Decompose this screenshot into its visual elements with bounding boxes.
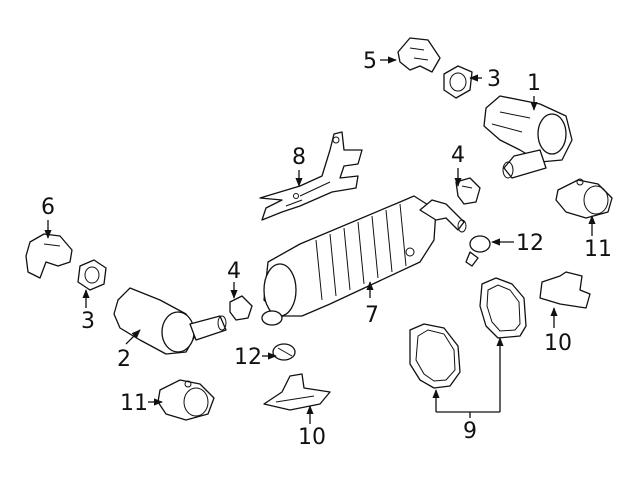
part-tailpipe-tip-right bbox=[555, 178, 613, 219]
callout-11-left: 11 bbox=[120, 391, 148, 416]
callout-5: 5 bbox=[363, 49, 377, 74]
callout-12-right: 12 bbox=[516, 231, 544, 256]
part-mounting-ring-right bbox=[479, 277, 527, 339]
callout-10-right: 10 bbox=[544, 331, 572, 356]
callout-12-left: 12 bbox=[234, 345, 262, 370]
callout-7: 7 bbox=[365, 303, 379, 328]
callout-3-upper: 3 bbox=[487, 67, 501, 92]
callout-11-right: 11 bbox=[584, 237, 612, 262]
part-catalytic-converter-right bbox=[483, 95, 573, 179]
part-catalytic-converter-left bbox=[113, 287, 227, 355]
part-clip-right bbox=[465, 235, 491, 267]
callout-4-left: 4 bbox=[227, 259, 241, 284]
part-heat-shield-upper bbox=[397, 37, 441, 73]
part-bracket-left bbox=[263, 373, 331, 411]
leader-2 bbox=[125, 329, 141, 345]
part-main-muffler bbox=[261, 195, 467, 326]
callout-8: 8 bbox=[292, 145, 306, 170]
part-clamp-right bbox=[455, 177, 481, 205]
callout-3-left: 3 bbox=[81, 309, 95, 334]
part-gasket-upper bbox=[443, 65, 473, 99]
callout-labels: 1 2 3 3 4 4 5 6 7 8 9 10 10 11 11 12 12 bbox=[41, 49, 612, 450]
leader-lines bbox=[44, 56, 596, 424]
part-mounting-ring-left bbox=[409, 323, 461, 389]
callout-6: 6 bbox=[41, 195, 55, 220]
part-clamp-left bbox=[229, 295, 253, 321]
part-hanger-bracket bbox=[259, 131, 363, 221]
part-gasket-left bbox=[77, 259, 107, 291]
part-bracket-right bbox=[539, 271, 591, 309]
part-tailpipe-tip-left bbox=[157, 379, 215, 421]
part-clip-left bbox=[272, 343, 296, 361]
callout-1: 1 bbox=[527, 71, 541, 96]
callout-9: 9 bbox=[463, 419, 477, 444]
part-heat-shield-left bbox=[25, 233, 73, 279]
callout-2: 2 bbox=[117, 347, 131, 372]
callout-10-left: 10 bbox=[298, 425, 326, 450]
callout-4-right: 4 bbox=[451, 143, 465, 168]
